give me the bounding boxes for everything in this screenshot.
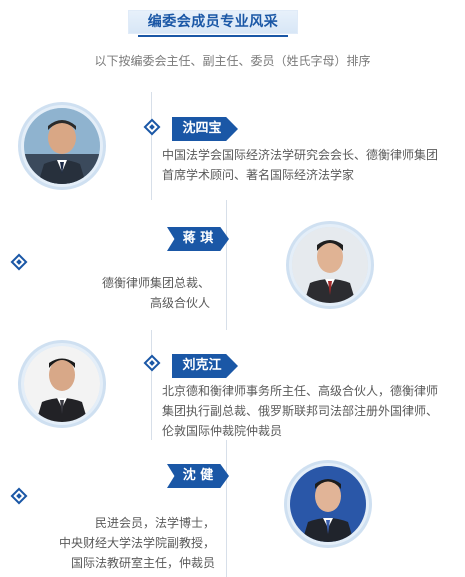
desc-line: 北京德和衡律师事务所主任、高级合伙人，德衡律师: [162, 384, 439, 398]
member-photo-3: [18, 340, 106, 428]
desc-line: 民进会员，法学博士，: [94, 516, 215, 530]
member-name-3: 刘克江: [182, 358, 222, 373]
member-name-2: 蒋 琪: [182, 231, 214, 246]
section-title: 编委会成员专业风采: [128, 8, 298, 37]
desc-line: 首席学术顾问、著名国际经济法学家: [162, 168, 355, 182]
title-text: 编委会成员专业风采: [147, 14, 279, 30]
title-background: [128, 10, 298, 34]
portrait-image: [292, 227, 368, 303]
timeline-marker-3: [143, 354, 161, 372]
photo-ring: [18, 102, 106, 190]
portrait-image: [24, 346, 100, 422]
timeline-line-4: [226, 440, 227, 577]
member-photo-1: [18, 102, 106, 190]
desc-line: 德衡律师集团总裁、: [101, 276, 210, 290]
photo-ring: [286, 221, 374, 309]
timeline-line-3: [151, 330, 152, 440]
desc-line: 高级合伙人: [149, 296, 210, 310]
timeline-marker-2: [10, 253, 28, 271]
member-photo-2: [286, 221, 374, 309]
photo-ring: [18, 340, 106, 428]
photo-ring: [284, 460, 372, 548]
name-tag-1: 沈四宝: [172, 117, 238, 141]
member-photo-4: [284, 460, 372, 548]
member-name-1: 沈四宝: [182, 121, 222, 136]
member-desc-4: 民进会员，法学博士， 中央财经大学法学院副教授， 国际法教研室主任，仲裁员: [20, 513, 215, 573]
timeline-line-1: [151, 92, 152, 200]
name-tag-3: 刘克江: [172, 354, 238, 378]
timeline-line-2: [226, 200, 227, 330]
subtitle: 以下按编委会主任、副主任、委员（姓氏字母）排序: [94, 54, 371, 68]
member-desc-2: 德衡律师集团总裁、 高级合伙人: [60, 273, 210, 313]
portrait-image: [24, 108, 100, 184]
desc-line: 中央财经大学法学院副教授，: [58, 536, 215, 550]
desc-line: 国际法教研室主任，仲裁员: [70, 556, 215, 570]
name-tag-4: 沈 健: [167, 464, 229, 488]
timeline-marker-4: [10, 487, 28, 505]
portrait-image: [290, 466, 366, 542]
title-underline: [138, 35, 288, 37]
desc-line: 集团执行副总裁、俄罗斯联邦司法部注册外国律师、: [162, 404, 439, 418]
name-tag-2: 蒋 琪: [167, 227, 229, 251]
desc-line: 中国法学会国际经济法学研究会会长、德衡律师集团: [162, 148, 439, 162]
member-desc-1: 中国法学会国际经济法学研究会会长、德衡律师集团 首席学术顾问、著名国际经济法学家: [162, 145, 438, 185]
timeline-marker-1: [143, 118, 161, 136]
member-desc-3: 北京德和衡律师事务所主任、高级合伙人，德衡律师 集团执行副总裁、俄罗斯联邦司法部…: [162, 381, 438, 441]
member-name-4: 沈 健: [182, 468, 214, 483]
desc-line: 伦敦国际仲裁院仲裁员: [162, 424, 283, 438]
